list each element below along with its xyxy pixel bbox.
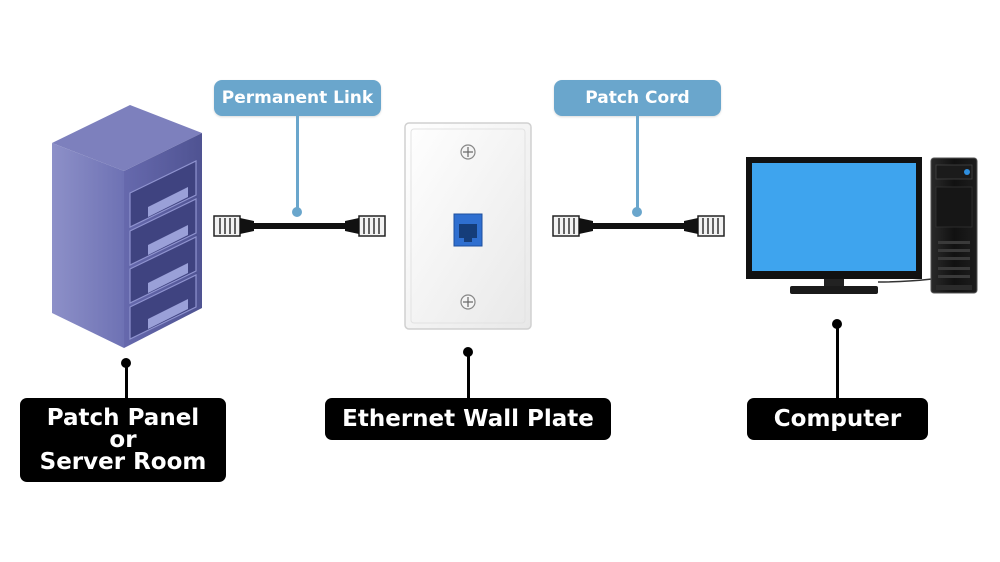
monitor-icon xyxy=(746,157,933,294)
pc-tower-icon xyxy=(930,157,978,294)
server-caption: Patch Panel or Server Room xyxy=(20,398,226,482)
permanent-link-label: Permanent Link xyxy=(214,80,381,116)
permanent-link-pointer xyxy=(296,116,299,211)
screw-icon xyxy=(460,144,476,160)
ethernet-cable-icon xyxy=(552,215,725,237)
ethernet-cable-icon xyxy=(213,215,386,237)
permanent-link-pointer-dot xyxy=(292,207,302,217)
server-caption-line1: Patch Panel xyxy=(46,405,200,431)
patch-cord-label: Patch Cord xyxy=(554,80,721,116)
patch-cord-pointer-dot xyxy=(632,207,642,217)
server-caption-line2: or xyxy=(109,427,137,453)
wall-plate-icon xyxy=(404,122,532,330)
server-rack-icon xyxy=(52,105,202,348)
wall-plate-connector-line xyxy=(467,353,470,400)
server-connector-dot xyxy=(121,358,131,368)
wall-plate-connector-dot xyxy=(463,347,473,357)
server-caption-line3: Server Room xyxy=(39,449,207,475)
computer-caption: Computer xyxy=(747,398,928,440)
rj45-keystone-icon xyxy=(453,213,483,247)
computer-connector-line xyxy=(836,325,839,400)
computer-connector-dot xyxy=(832,319,842,329)
server-connector-line xyxy=(125,364,128,400)
wall-plate-caption: Ethernet Wall Plate xyxy=(325,398,611,440)
patch-cord-pointer xyxy=(636,116,639,211)
screw-icon xyxy=(460,294,476,310)
